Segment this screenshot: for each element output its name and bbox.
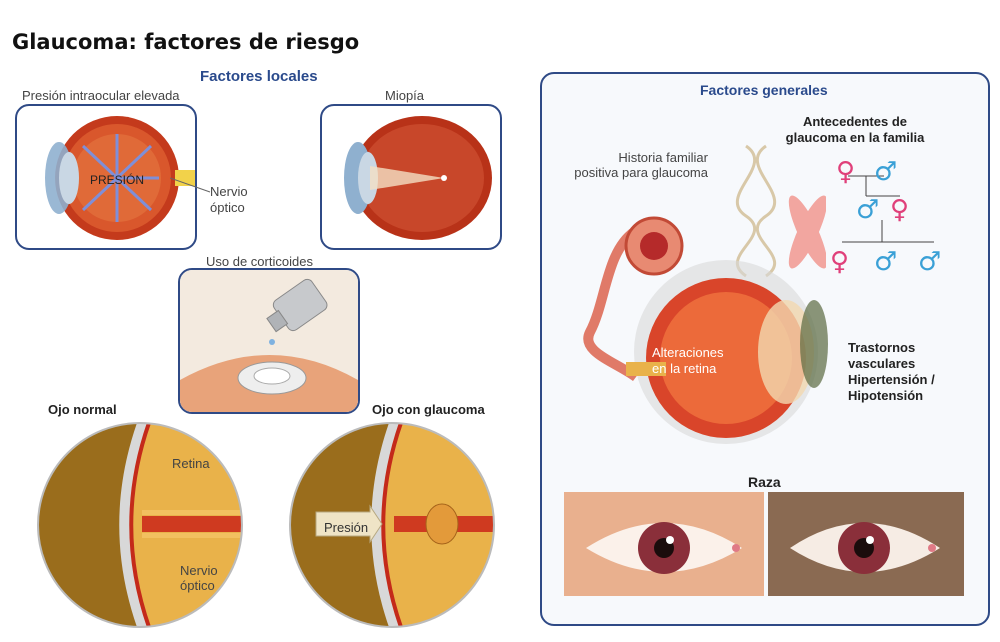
female-symbol: ♀ <box>830 247 849 277</box>
pressure-label: PRESIÓN <box>90 172 144 187</box>
retina-changes-label: Alteraciones en la retina <box>652 345 724 377</box>
retina-changes-line-1: Alteraciones <box>652 345 724 360</box>
corticoids-illustration <box>180 270 358 412</box>
family-history-label: Historia familiar positiva para glaucoma <box>572 150 708 180</box>
general-factors-heading: Factores generales <box>700 82 828 98</box>
male-symbol: ♂ <box>874 157 897 187</box>
myopia-panel <box>320 104 502 250</box>
local-factors-heading: Factores locales <box>200 68 318 85</box>
vascular-eye-illustration <box>583 216 828 444</box>
vascular-line-1: Trastornos <box>848 340 916 355</box>
glaucoma-eye-illustration <box>289 422 495 628</box>
myopia-caption: Miopía <box>385 88 425 103</box>
family-history-line-1: Historia familiar <box>618 150 708 165</box>
pressure-nerve-label: Nervio óptico <box>210 184 248 216</box>
family-history-line-2: positiva para glaucoma <box>574 165 708 180</box>
page-title: Glaucoma: factores de riesgo <box>12 30 360 54</box>
normal-eye-illustration <box>37 422 243 628</box>
dark-skin-eye-photo <box>768 492 964 596</box>
nerve-word: Nervio <box>210 184 248 199</box>
dna-chromosome-illustration <box>736 144 826 278</box>
race-label: Raza <box>748 474 781 490</box>
family-tree: ♀ ♂ ♂ ♀ ♀ ♂ ♂ <box>830 157 941 277</box>
normal-eye-caption: Ojo normal <box>48 402 117 417</box>
corticoids-caption: Uso de corticoides <box>206 254 313 269</box>
nerve-pointer-line <box>170 177 211 193</box>
retina-label: Retina <box>172 456 210 471</box>
pressure-eye-illustration: PRESIÓN <box>45 116 195 240</box>
optic-word: óptico <box>210 200 245 215</box>
family-title: Antecedentes de glaucoma en la familia <box>770 114 940 146</box>
male-symbol: ♂ <box>918 247 941 277</box>
normal-nerve-label: Nervio óptico <box>180 563 218 593</box>
retina-changes-line-2: en la retina <box>652 361 717 376</box>
family-title-line-2: glaucoma en la familia <box>785 130 925 145</box>
vascular-label: Trastornos vasculares Hipertensión / Hip… <box>848 340 935 404</box>
glaucoma-eye-caption: Ojo con glaucoma <box>372 402 485 417</box>
myopia-eye-illustration <box>344 116 492 240</box>
nerve-word: Nervio <box>180 563 218 578</box>
female-symbol: ♀ <box>890 195 909 225</box>
corticoids-panel <box>178 268 360 414</box>
pressure-panel: PRESIÓN <box>15 104 197 250</box>
glaucoma-pressure-label: Presión <box>324 520 369 535</box>
family-title-line-1: Antecedentes de <box>802 114 908 129</box>
vascular-line-3: Hipertensión / <box>848 372 935 387</box>
vascular-line-4: Hipotensión <box>848 388 924 403</box>
pressure-caption: Presión intraocular elevada <box>22 88 180 103</box>
light-skin-eye-photo <box>564 492 764 596</box>
female-symbol: ♀ <box>836 157 855 187</box>
optic-word: óptico <box>180 578 215 593</box>
male-symbol: ♂ <box>856 195 879 225</box>
male-symbol: ♂ <box>874 247 897 277</box>
vascular-line-2: vasculares <box>848 356 916 371</box>
